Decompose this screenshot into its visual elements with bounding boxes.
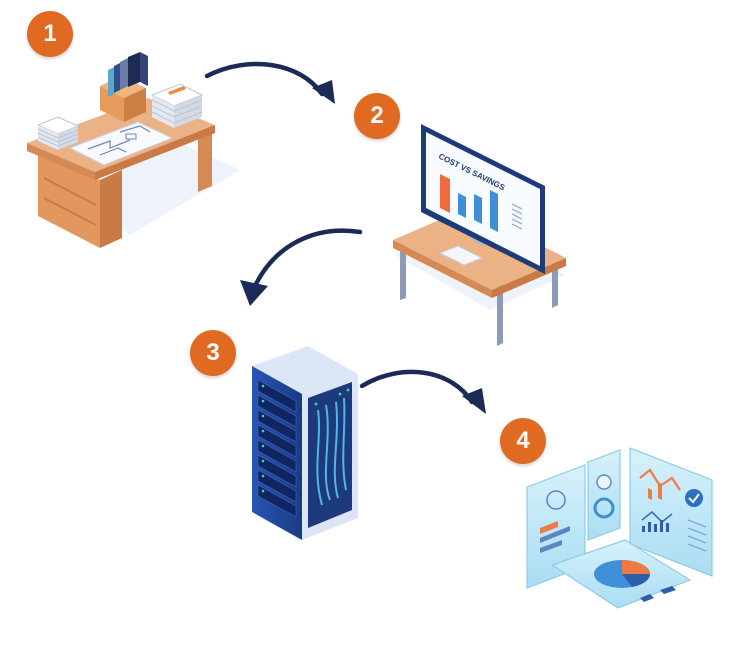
- step-badge-1: 1: [27, 11, 73, 57]
- flow-arrow-3-to-4: [359, 369, 486, 414]
- server-rack-icon: [252, 346, 360, 540]
- flow-arrow-1-to-2: [204, 61, 335, 104]
- dashboard-analytics-icon: [526, 447, 713, 609]
- flow-arrow-2-to-3: [240, 228, 363, 306]
- step-badge-2: 2: [354, 93, 400, 139]
- desk-with-documents-icon: [27, 52, 240, 248]
- computer-monitor-chart-icon: COST VS SAVINGS: [393, 124, 566, 346]
- step-badge-3: 3: [190, 330, 236, 376]
- step-badge-4: 4: [500, 418, 546, 464]
